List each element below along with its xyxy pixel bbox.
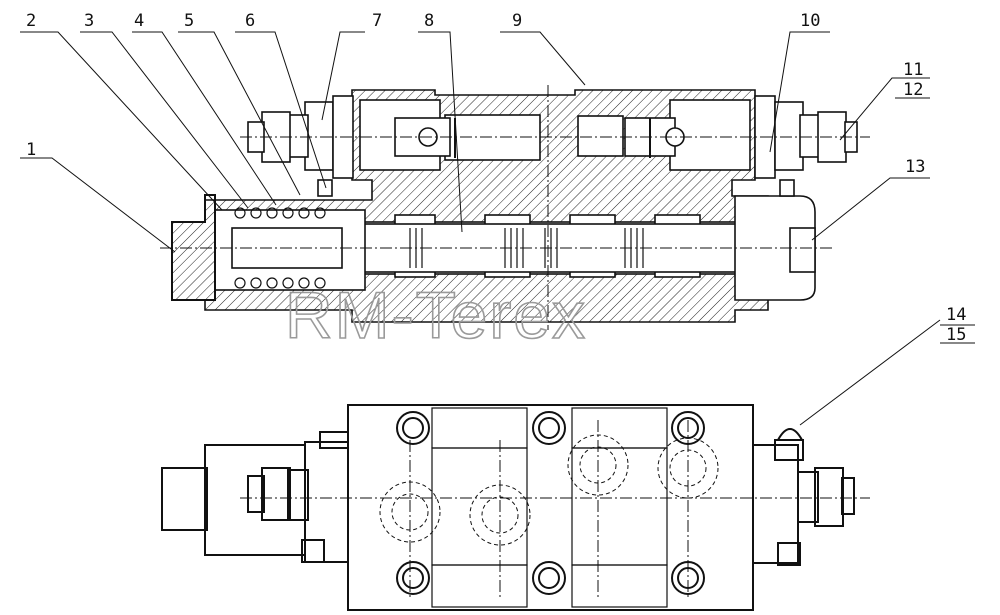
label-part-13: 13 — [905, 157, 925, 177]
label-part-7: 7 — [372, 11, 382, 31]
label-part-1: 1 — [26, 140, 36, 160]
right-fitting-plan — [752, 428, 855, 566]
valve-body-plan — [347, 404, 754, 611]
label-part-11: 11 — [903, 60, 923, 80]
left-housing-plan — [161, 431, 349, 563]
bleed-screw-left — [317, 179, 333, 197]
section-view — [160, 85, 870, 330]
label-part-6: 6 — [245, 11, 255, 31]
label-part-3: 3 — [84, 11, 94, 31]
plan-view — [161, 404, 870, 611]
label-part-15: 15 — [946, 325, 966, 345]
mounting-bolts — [396, 411, 705, 595]
upper-piston-right — [577, 115, 624, 157]
label-part-9: 9 — [512, 11, 522, 31]
label-part-10: 10 — [800, 11, 820, 31]
label-part-4: 4 — [134, 11, 144, 31]
spring-coils — [234, 207, 326, 289]
bleed-screw-right — [779, 179, 795, 197]
label-part-2: 2 — [26, 11, 36, 31]
leader-lines — [20, 31, 975, 426]
label-part-5: 5 — [184, 11, 194, 31]
part-labels: 2 3 4 5 6 7 8 9 10 11 12 1 13 14 15 — [26, 11, 966, 345]
label-part-14: 14 — [946, 305, 966, 325]
label-part-8: 8 — [424, 11, 434, 31]
watermark: RM-Terex — [285, 278, 587, 352]
bolt-pads — [431, 407, 668, 608]
right-cap-plug — [789, 227, 816, 273]
label-part-12: 12 — [903, 80, 923, 100]
